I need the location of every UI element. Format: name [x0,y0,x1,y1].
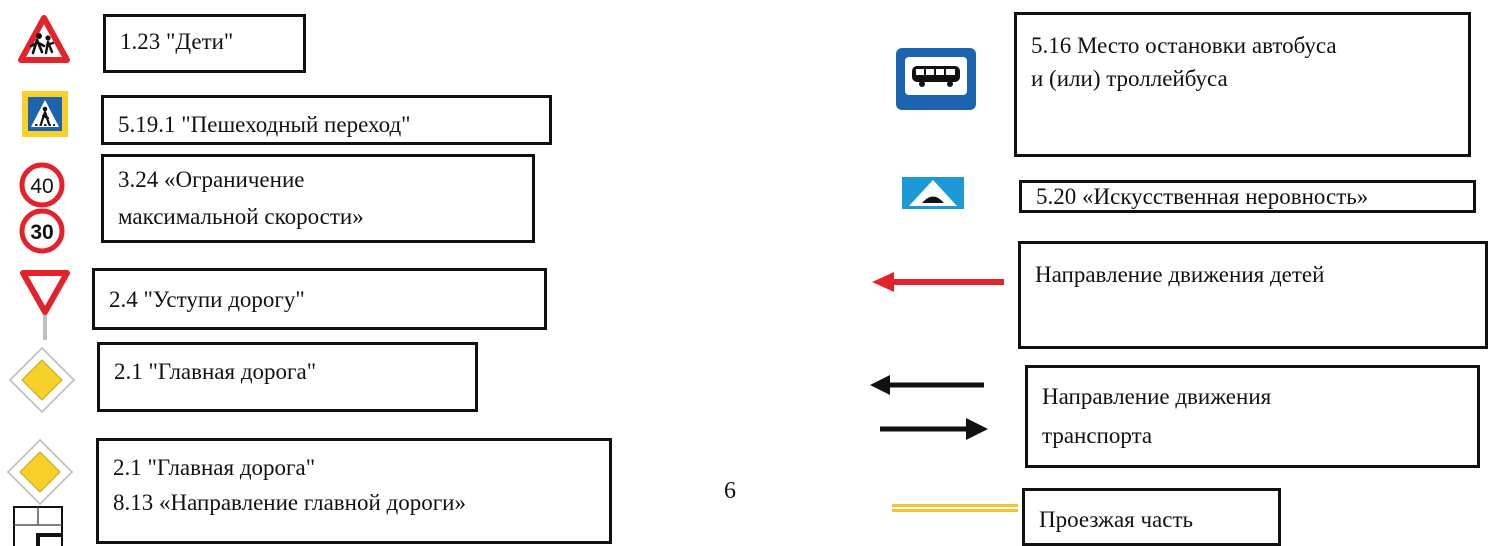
legend-box-main-road-direction: 2.1 "Главная дорога" 8.13 «Направление г… [96,438,612,544]
legend-label-line2: 8.13 «Направление главной дороги» [113,490,466,515]
legend-box-bus-stop: 5.16 Место остановки автобуса и (или) тр… [1014,12,1471,157]
legend-box-speed-limit: 3.24 «Ограничение максимальной скорости» [101,154,535,243]
legend-label: 2.1 "Главная дорога" [114,359,317,384]
legend-box-speed-bump: 5.20 «Искусственная неровность» [1019,180,1476,213]
legend-box-crosswalk: 5.19.1 "Пешеходный переход" [101,95,552,145]
legend-label: 5.20 «Искусственная неровность» [1036,184,1369,209]
legend-box-transport-direction: Направление движения транспорта [1025,365,1480,468]
speed-bump-sign-icon [902,177,964,209]
main-road-direction-plate-icon [13,506,63,546]
children-direction-arrow-icon [872,272,1004,292]
legend-label: 1.23 "Дети" [120,29,234,54]
legend-box-yield: 2.4 "Уступи дорогу" [92,268,547,330]
legend-label: Направление движения детей [1035,262,1325,287]
legend-label-line1: Направление движения [1042,384,1272,409]
main-road-sign-icon [8,346,76,414]
legend-label-line2: максимальной скорости» [118,204,364,229]
legend-box-children-direction: Направление движения детей [1018,241,1488,349]
roadway-line-icon [892,504,1018,512]
legend-label: 2.4 "Уступи дорогу" [109,287,305,312]
speed-value: 30 [30,221,53,244]
legend-label-line1: 2.1 "Главная дорога" [113,455,316,480]
speed-limit-40-sign-icon: 40 [19,162,65,208]
legend-label: 5.19.1 "Пешеходный переход" [118,112,411,137]
yield-sign-icon [20,270,70,340]
speed-limit-30-sign-icon: 30 [19,208,65,254]
transport-direction-arrows-icon [870,375,988,440]
page-number: 6 [724,478,736,504]
bus-stop-sign-icon [896,48,976,110]
speed-value: 40 [30,175,53,198]
main-road-sign-icon [6,438,74,506]
pedestrian-crossing-sign-icon [22,91,68,137]
legend-box-roadway: Проезжая часть [1022,488,1281,546]
legend-label-line2: транспорта [1042,423,1153,448]
legend-label-line2: и (или) троллейбуса [1031,66,1228,91]
children-warning-sign-icon [18,15,70,63]
legend-box-main-road: 2.1 "Главная дорога" [97,342,478,412]
legend-box-children: 1.23 "Дети" [103,14,306,73]
legend-label: Проезжая часть [1039,507,1194,532]
legend-label-line1: 3.24 «Ограничение [118,167,305,192]
legend-label-line1: 5.16 Место остановки автобуса [1031,33,1337,58]
